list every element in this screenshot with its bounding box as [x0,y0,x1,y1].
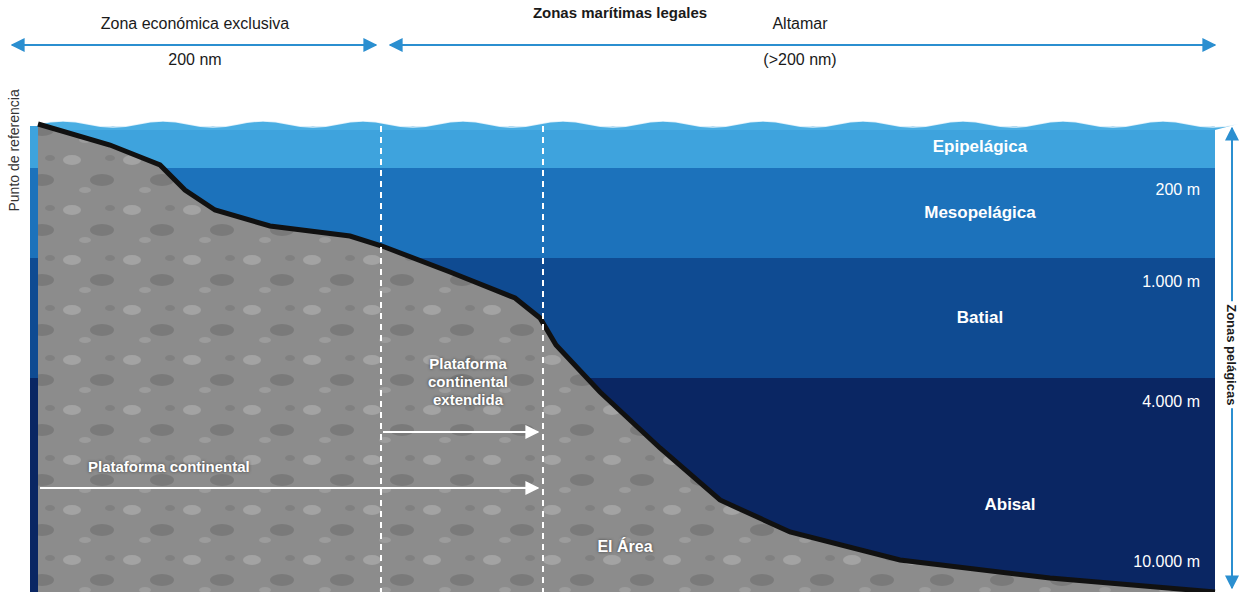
zone-name: Zona económica exclusiva [101,14,290,33]
zone-name: Mesopelágica [924,203,1036,223]
axis-label: Zonas pelágicas [1224,301,1240,408]
seabed-outline [38,124,1215,592]
boundary-line [380,126,382,592]
zone-name: Altamar [772,14,827,33]
zone-name: Batial [957,308,1003,328]
depth-label: 4.000 m [1142,392,1200,411]
wave-line [38,121,1238,127]
depth-label: 200 m [1156,180,1200,199]
seabed [38,124,1215,592]
boundary-line [542,126,544,592]
shelf-label: Plataforma continental [88,458,250,476]
reference-point: Punto de referencia [6,89,23,211]
depth-label: 1.000 m [1142,272,1200,291]
zone-arrow [12,44,376,46]
wave-surface [38,121,1238,130]
distance-label: 200 nm [168,50,221,69]
distance-label: (>200 nm) [763,50,836,69]
shelf-label: Plataforma continental extendida [403,355,533,409]
shelf-arrow [40,487,538,489]
zone-name: Epipelágica [933,137,1027,157]
pelagic-zone-band: Epipelágica [30,126,1215,168]
shelf-arrow [383,431,538,433]
zone-name: Abisal [984,495,1035,515]
diagram-title: Zonas marítimas legales [533,4,707,22]
area-label: El Área [597,537,652,556]
zone-arrow [390,44,1215,46]
depth-label: 10.000 m [1133,552,1200,571]
